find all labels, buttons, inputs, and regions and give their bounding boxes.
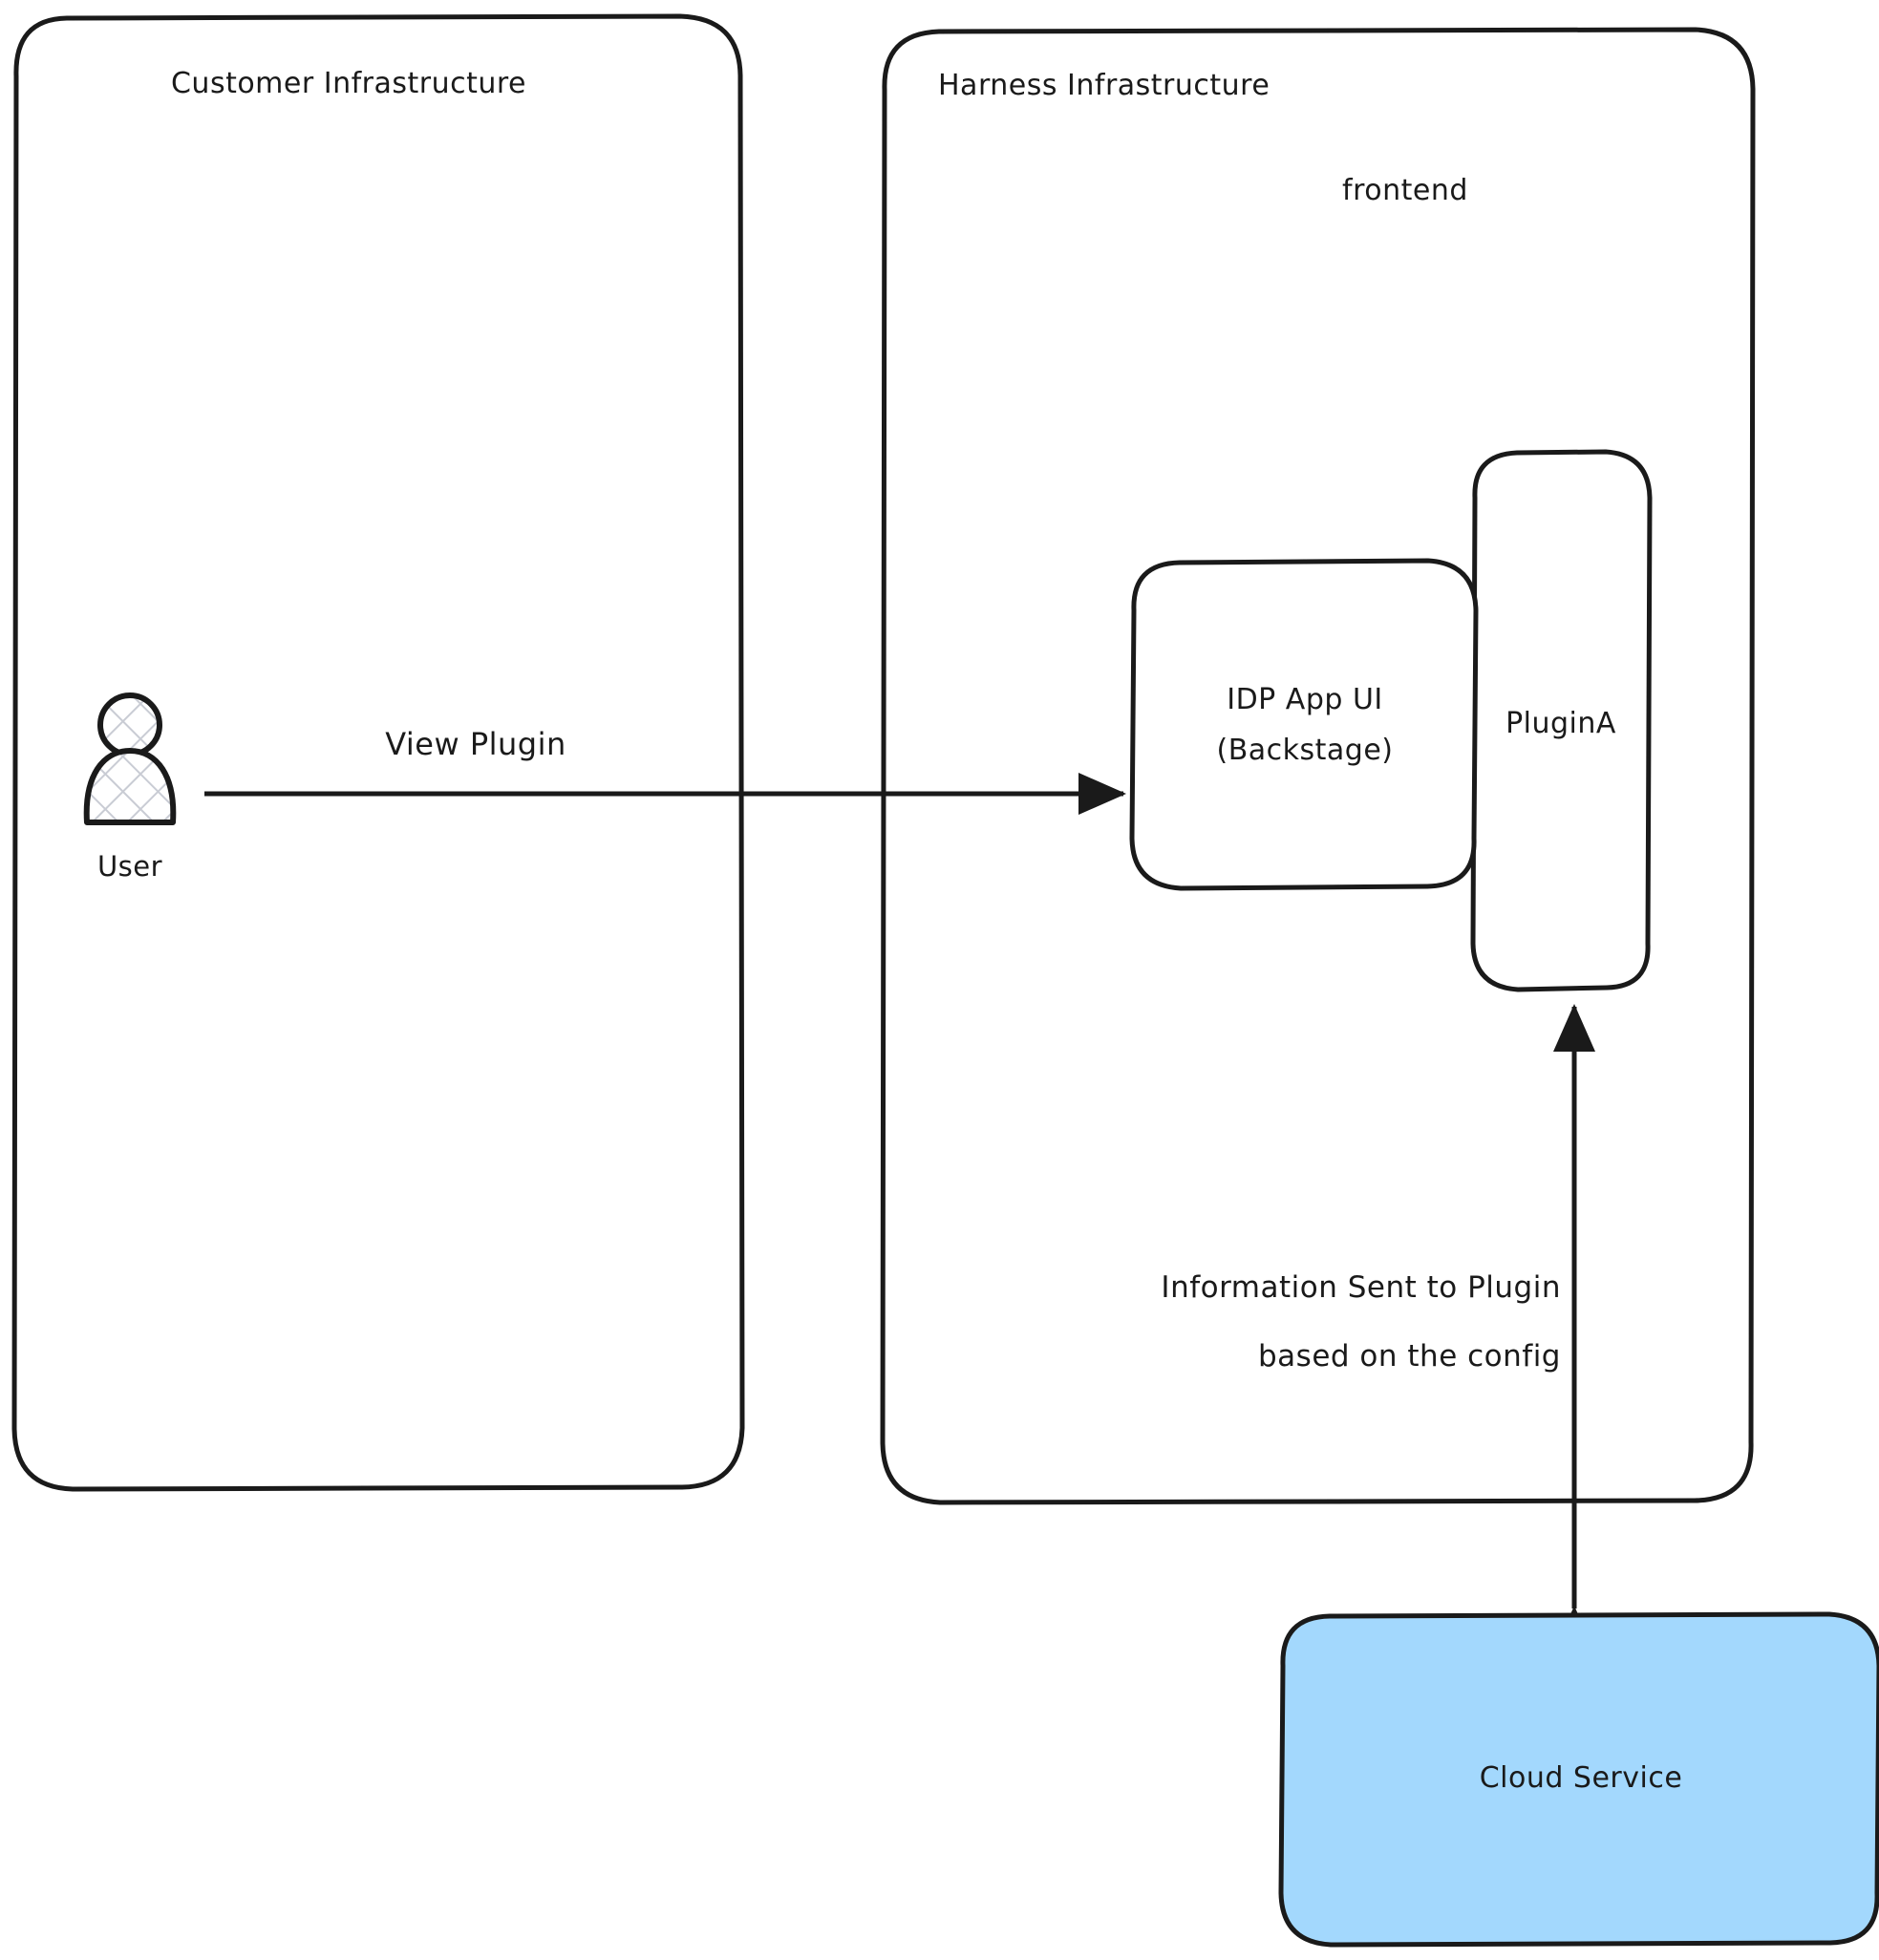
- container-title-harness-infrastructure: Harness Infrastructure: [938, 69, 1270, 102]
- edge-label-cloud-to-plugin-line1: Information Sent to Plugin: [1161, 1270, 1561, 1305]
- container-title-customer-infrastructure: Customer Infrastructure: [170, 67, 527, 101]
- node-label-cloud-service: Cloud Service: [1479, 1761, 1683, 1796]
- actor-label-user: User: [96, 849, 163, 883]
- user-person-icon: [83, 692, 177, 825]
- group-title-frontend: frontend: [1342, 174, 1468, 208]
- node-label-idp-app-ui-line1: IDP App UI: [1227, 683, 1383, 717]
- edge-label-view-plugin: View Plugin: [385, 725, 566, 762]
- edge-label-cloud-to-plugin-line2: based on the config: [1258, 1339, 1561, 1374]
- node-label-plugin-a: PluginA: [1505, 707, 1616, 741]
- node-cloud-service[interactable]: [1278, 1611, 1879, 1948]
- node-plugin-a[interactable]: [1470, 449, 1653, 992]
- node-label-idp-app-ui-line2: (Backstage): [1216, 734, 1394, 768]
- node-idp-app-ui[interactable]: [1129, 558, 1479, 891]
- container-customer-infrastructure: [11, 13, 745, 1492]
